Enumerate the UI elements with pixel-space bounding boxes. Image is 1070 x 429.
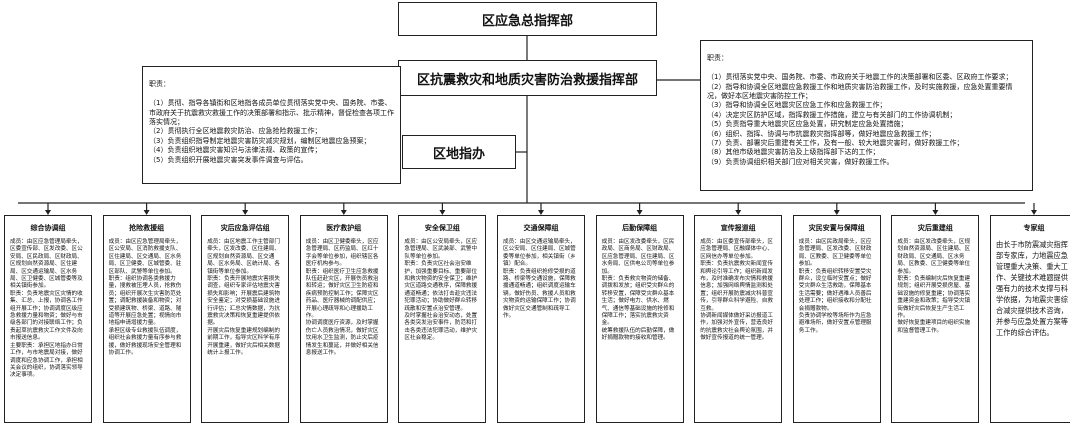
group-body: 成员：由区委宣传部牵头，区应急管理局、区融媒体中心、区网信办等单位参加。 职责：… (700, 239, 773, 342)
mid-command-box: 区抗震救灾和地质灾害防治救援指挥部 (398, 60, 657, 96)
group-title: 医疗救护组 (326, 224, 362, 232)
arrow-head-icon (143, 210, 150, 215)
arrow-head-icon (340, 210, 347, 215)
top-command-box: 区应急总指挥部 (398, 2, 657, 36)
office-box: 区地指办 (402, 135, 516, 169)
group-box: 后勤保障组成员：由区发改委牵头，区民政局、区商务局、区财政局、区应急管理局、区住… (595, 215, 684, 423)
arrow-head-icon (1031, 210, 1037, 215)
group-body: 成员：由区应急管理局牵头，区公安局、区消防救援支队、区住建局、区交通局、区水务局… (108, 239, 182, 357)
arrow-head-icon (636, 210, 643, 215)
group-title: 灾民安置与保障组 (808, 224, 865, 232)
mid-command-title: 区抗震救灾和地质灾害防治救援指挥部 (416, 72, 638, 88)
office-title: 区地指办 (432, 146, 485, 162)
arrow-head-icon (242, 210, 249, 215)
group-body: 由长于市防震减灾指挥部专家库，力地震应急管理重大决策、重大工作、关键技术难题提供… (996, 240, 1068, 337)
group-title: 宣传报道组 (720, 224, 756, 232)
group-body: 成员：由区民政局牵头，区应急管理局、区发改委、区财政局、区教委、区卫健委等单位参… (798, 239, 872, 334)
group-body: 成员：由区应急管理局牵头，区委宣传部、区发改委、区公安局、区民政局、区财政局、区… (10, 239, 83, 379)
group-title: 专家组 (1023, 224, 1045, 232)
group-box: 灾后重建组成员：由区发改委牵头，区规划自然资源局、区住建局、区财政局、区交通局、… (891, 215, 980, 423)
group-box: 医疗救护组成员：由区卫健委牵头，区应急管理局、区药监局、区红十字会等单位参加，组… (299, 215, 388, 423)
group-title: 安全保卫组 (424, 224, 460, 232)
group-box: 专家组由长于市防震减灾指挥部专家库，力地震应急管理重大决策、重大工作、关键技术难… (990, 215, 1070, 423)
arrow-head-icon (45, 210, 51, 215)
group-body: 成员：由区交通运输局牵头，区公安局、区住建局、区城管委等单位参加，相关镇街（乡镇… (503, 239, 576, 320)
group-title: 后勤保障组 (622, 224, 658, 232)
arrow-head-icon (439, 210, 446, 215)
arrow-head-icon (833, 210, 840, 215)
group-title: 灾后重建组 (917, 224, 953, 232)
group-box: 抢险救援组成员：由区应急管理局牵头，区公安局、区消防救援支队、区住建局、区交通局… (102, 215, 191, 423)
right-duty-heading: 职责： (707, 54, 728, 63)
top-command-title: 区应急总指挥部 (481, 13, 573, 29)
group-box: 灾后应急评估组成员：由区地震工作主管部门牵头，区发改委、区住建局、区规划自然资源… (201, 215, 290, 423)
left-duty-heading: 职责： (149, 80, 170, 89)
left-duty-box: 职责： （1）贯彻、指导各镇街和区地指各成员单位贯彻落实党中央、国务院、市委、市… (142, 66, 401, 184)
left-duty-lines: （1）贯彻、指导各镇街和区地指各成员单位贯彻落实党中央、国务院、市委、市政府关于… (149, 99, 394, 164)
right-duty-box: 职责： （1）贯彻落实党中央、国务院、市委、市政府关于地震工作的决策部署和区委、… (700, 40, 1033, 191)
group-box: 综合协调组成员：由区应急管理局牵头，区委宣传部、区发改委、区公安局、区民政局、区… (4, 215, 92, 423)
group-title: 抢险救援组 (129, 224, 165, 232)
group-body: 成员：由区公安局牵头，区应急管理局、区武装部、武警中队等单位参加。 职责：负责灾… (404, 239, 478, 342)
group-body: 成员：由区地震工作主管部门牵头，区发改委、区住建局、区规划自然资源局、区交通局、… (207, 239, 280, 357)
group-body: 成员：由区发改委牵头，区规划自然资源局、区住建局、区财政局、区交通局、区水务局、… (897, 239, 971, 334)
group-title: 灾后应急评估组 (220, 224, 270, 232)
group-body: 成员：由区发改委牵头，区民政局、区商务局、区财政局、区应急管理局、区住建局、区水… (601, 239, 675, 342)
group-title: 交通保障组 (523, 224, 559, 232)
group-box: 安全保卫组成员：由区公安局牵头，区应急管理局、区武装部、武警中队等单位参加。 职… (398, 215, 487, 423)
arrow-head-icon (932, 210, 939, 215)
group-box: 交通保障组成员：由区交通运输局牵头，区公安局、区住建局、区城管委等单位参加，相关… (497, 215, 585, 423)
arrow-head-icon (538, 210, 544, 215)
group-body: 成员：由区卫健委牵头，区应急管理局、区药监局、区红十字会等单位参加，组织辖区各医… (305, 239, 379, 357)
arrow-head-icon (735, 210, 742, 215)
group-title: 综合协调组 (30, 224, 66, 232)
right-duty-lines: （1）贯彻落实党中央、国务院、市委、市政府关于地震工作的决策部署和区委、区政府工… (707, 73, 1013, 166)
group-box: 灾民安置与保障组成员：由区民政局牵头，区应急管理局、区发改委、区财政局、区教委、… (792, 215, 881, 423)
group-box: 宣传报道组成员：由区委宣传部牵头，区应急管理局、区融媒体中心、区网信办等单位参加… (694, 215, 783, 423)
